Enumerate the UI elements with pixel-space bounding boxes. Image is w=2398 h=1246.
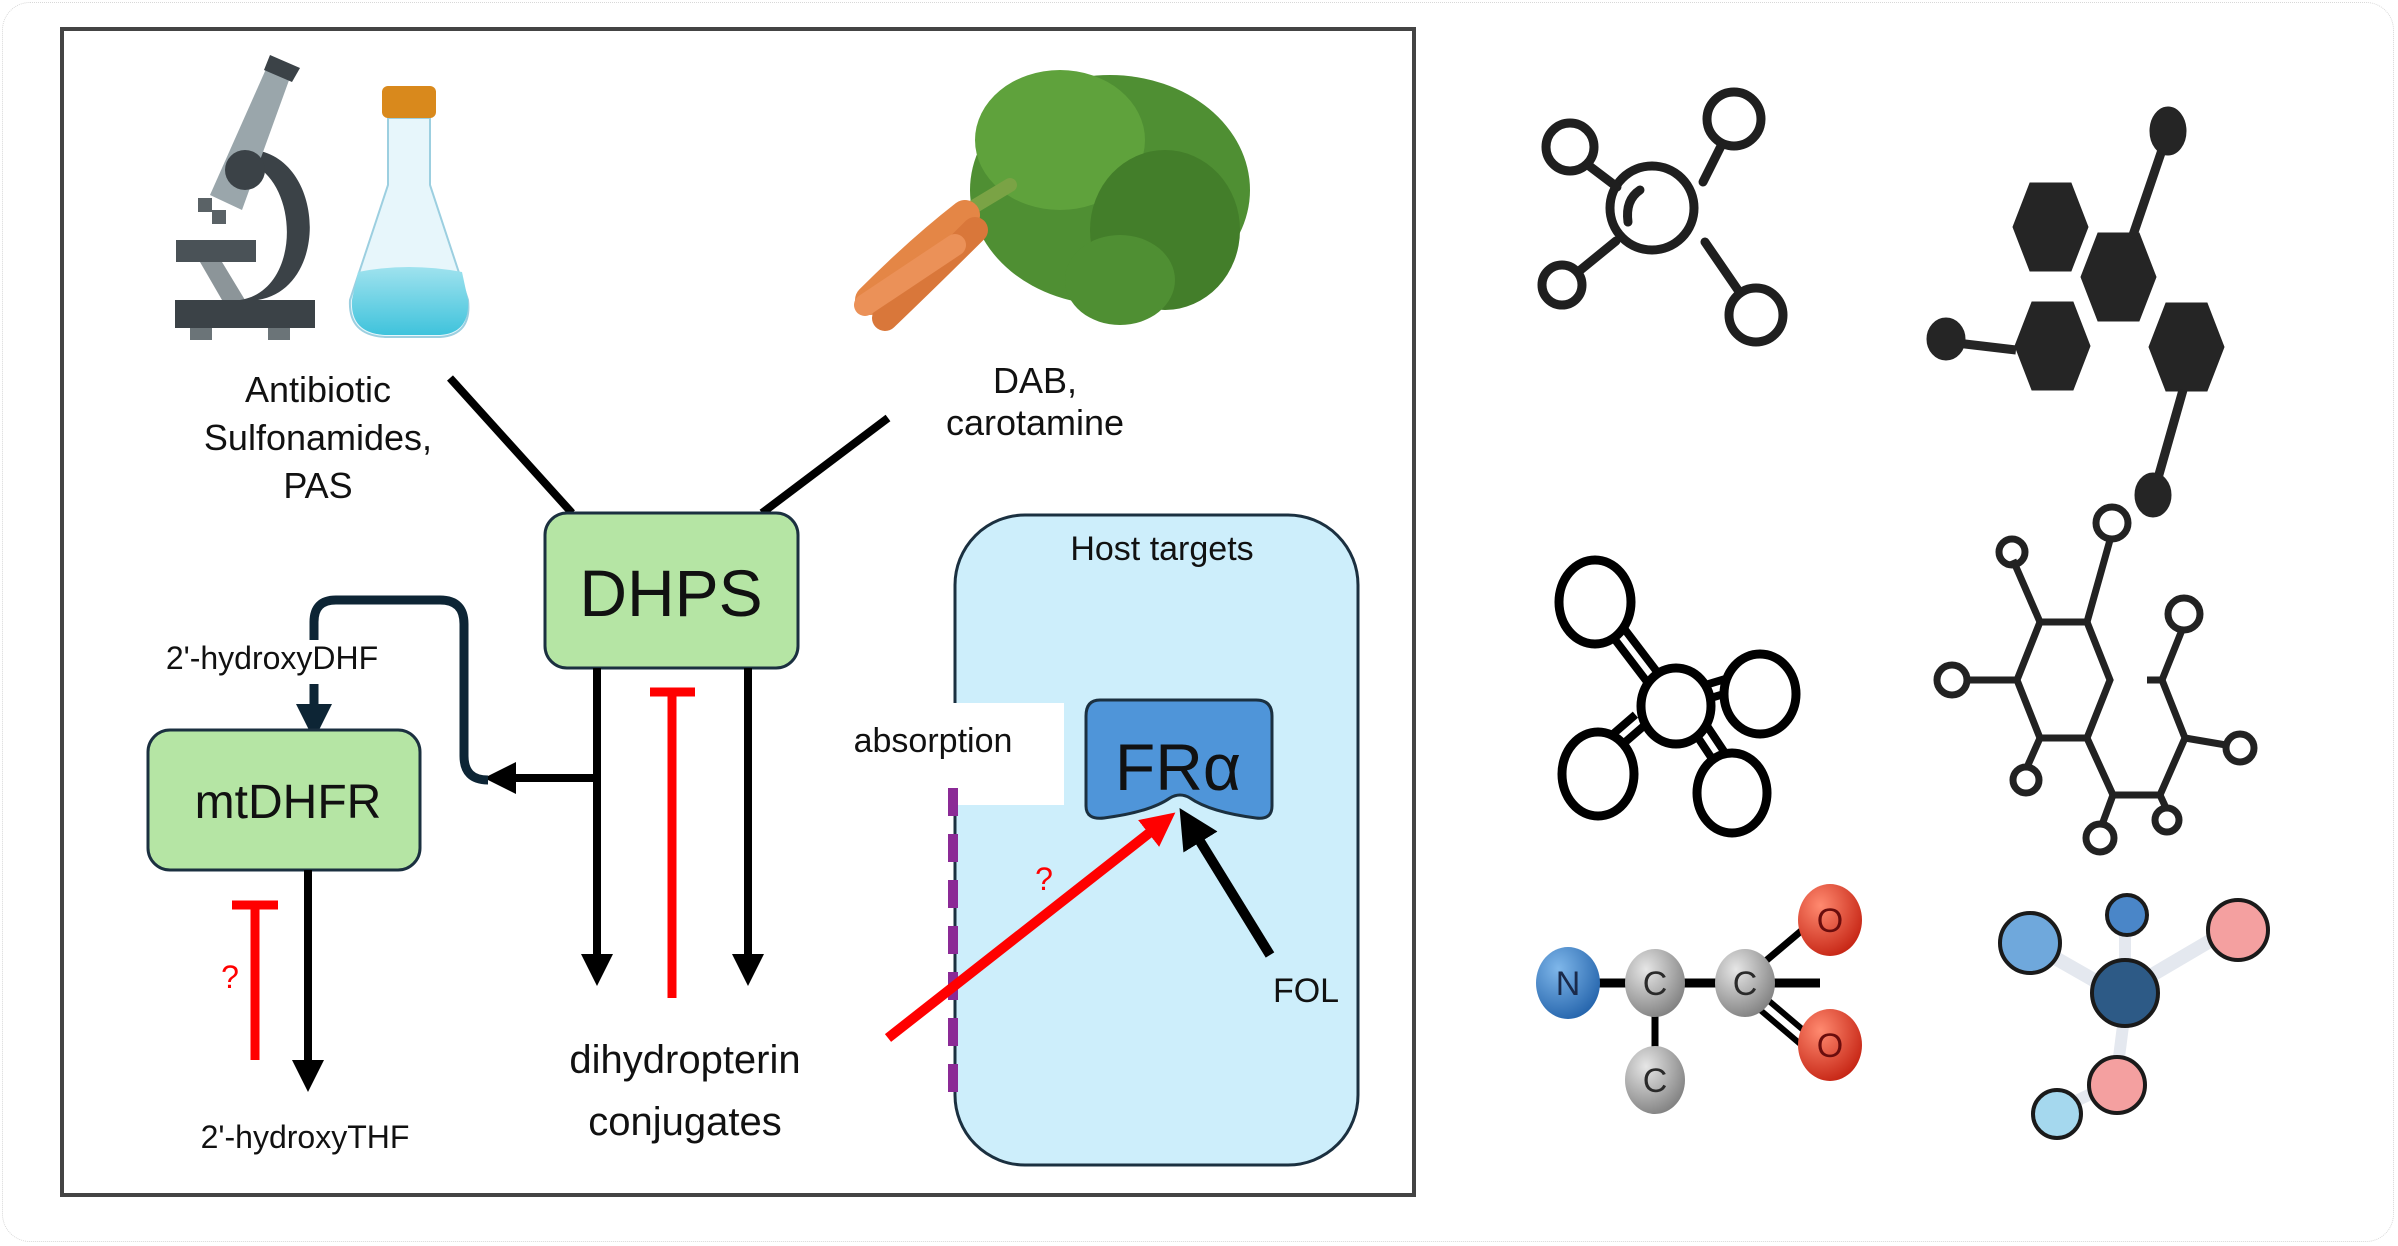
svg-text:O: O (1817, 1027, 1843, 1065)
svg-text:DHPS: DHPS (579, 556, 762, 630)
svg-text:DAB,: DAB, (993, 360, 1077, 401)
fol-arrow (1179, 807, 1275, 958)
fra-receptor: FRα (1084, 698, 1274, 820)
hexagon-cluster-icon (1926, 106, 2225, 518)
dihydropterin-label: dihydropterin conjugates (569, 1038, 800, 1144)
fol-label: FOL (1273, 972, 1339, 1010)
svg-text:C: C (1643, 1062, 1668, 1100)
svg-text:O: O (1817, 902, 1843, 940)
hydroxy-thf-label: 2'-hydroxyTHF (201, 1119, 410, 1155)
connector-right (759, 414, 891, 517)
molecule-outline-icon (1537, 87, 1788, 347)
microscope-icon (175, 55, 315, 340)
connector-left (447, 375, 575, 516)
uncertain-mark-fra: ? (1035, 861, 1053, 897)
mtdhfr-node: mtDHFR (146, 728, 422, 872)
colored-molecule-icon (1998, 893, 2270, 1140)
recycle-loop (309, 595, 489, 785)
svg-text:C: C (1733, 965, 1758, 1003)
svg-text:FRα: FRα (1115, 730, 1241, 804)
host-targets-box: Host targets (953, 513, 1360, 1167)
uncertain-mark-mtdhfr: ? (221, 959, 239, 995)
svg-text:Host targets: Host targets (1070, 530, 1253, 568)
svg-text:C: C (1643, 965, 1668, 1003)
absorption-label: absorption (820, 703, 1064, 805)
alanine-ball-model-icon: N C C O O C (1536, 884, 1862, 1114)
hydroxy-dhf-label: 2'-hydroxyDHF (166, 640, 378, 676)
inhibition-bar-mtdhfr (232, 900, 278, 1060)
dihydropterin-to-fra-arrow (884, 812, 1176, 1042)
inhibition-bar-dhps (650, 687, 695, 998)
carrot-icon (854, 70, 1250, 331)
svg-text:mtDHFR: mtDHFR (195, 776, 382, 829)
svg-text:N: N (1556, 965, 1581, 1003)
left-input-label: Antibiotic Sulfonamides, PAS (204, 369, 432, 506)
skeletal-molecule-icon (1933, 503, 2258, 856)
svg-text:Sulfonamides,: Sulfonamides, (204, 417, 432, 458)
svg-text:carotamine: carotamine (946, 402, 1124, 443)
right-input-label: DAB, carotamine (946, 360, 1124, 443)
svg-text:conjugates: conjugates (588, 1100, 781, 1144)
svg-text:PAS: PAS (283, 465, 352, 506)
svg-text:dihydropterin: dihydropterin (569, 1038, 800, 1082)
svg-text:Antibiotic: Antibiotic (245, 369, 391, 410)
dhps-node: DHPS (543, 511, 800, 670)
tetrahedral-molecule-icon (1554, 555, 1801, 838)
flask-icon (348, 86, 470, 338)
svg-text:absorption: absorption (854, 722, 1013, 760)
